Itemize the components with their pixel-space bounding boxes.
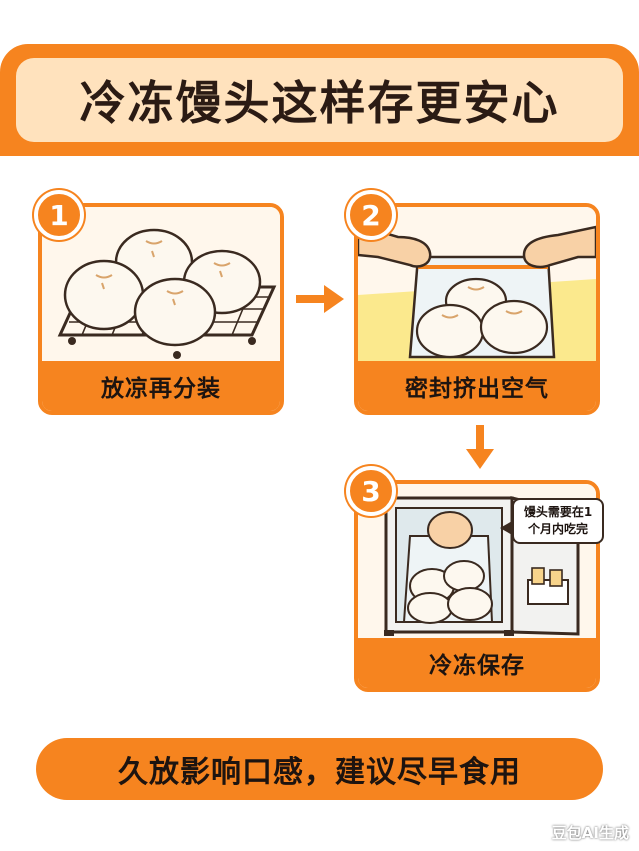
sealed-bag-illustration <box>358 207 596 361</box>
watermark: 豆包AI生成 <box>551 824 629 842</box>
storage-note-line-1: 馒头需要在1 <box>523 505 593 519</box>
step-2-label: 密封挤出空气 <box>358 361 596 411</box>
step-3-label: 冷冻保存 <box>358 638 596 688</box>
footer-tip: 久放影响口感，建议尽早食用 <box>118 755 521 790</box>
buns-on-rack-illustration <box>42 207 280 361</box>
step-1-card: 放凉再分装 <box>38 203 284 415</box>
arrow-down-icon <box>466 425 494 469</box>
step-2-badge: 2 <box>346 190 396 240</box>
storage-note-line-2: 个月内吃完 <box>527 522 588 536</box>
step-1-badge: 1 <box>34 190 84 240</box>
page-title: 冷冻馒头这样存更安心 <box>79 76 560 130</box>
storage-note-bubble: 馒头需要在1 个月内吃完 <box>512 498 604 544</box>
title-bar: 冷冻馒头这样存更安心 <box>16 58 623 142</box>
step-3-badge: 3 <box>346 466 396 516</box>
step-1-label: 放凉再分装 <box>42 361 280 411</box>
arrow-right-icon <box>296 285 344 313</box>
speech-bubble-tail <box>500 520 514 536</box>
footer-banner: 久放影响口感，建议尽早食用 <box>36 738 603 800</box>
step-2-card: 密封挤出空气 <box>354 203 600 415</box>
